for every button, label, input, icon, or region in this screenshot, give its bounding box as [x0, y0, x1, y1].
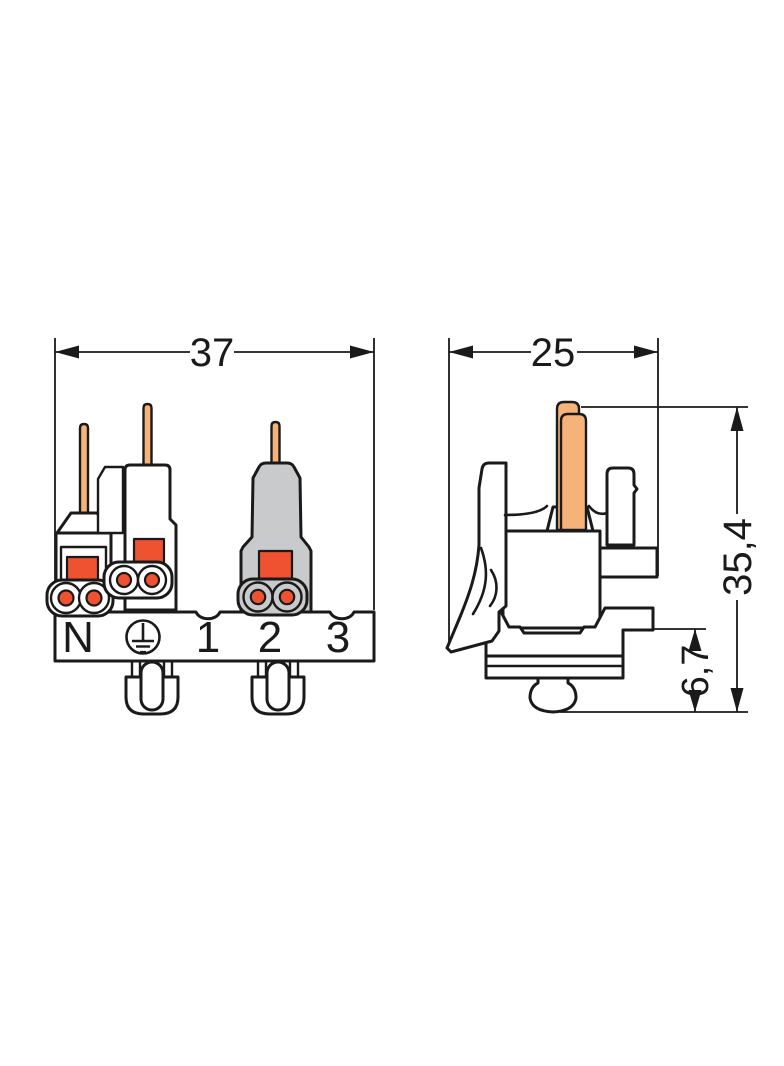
bottom-stud — [528, 676, 578, 714]
contact-pin-icon — [559, 412, 588, 532]
wire-port — [249, 588, 267, 606]
wire-port — [57, 589, 75, 607]
clamp-window — [257, 549, 294, 583]
side-depth-dimension: 6,7 — [675, 629, 717, 712]
wire-port — [85, 589, 103, 607]
wire-port — [143, 571, 161, 589]
left-latch — [445, 461, 508, 654]
contact-pin-icon — [78, 422, 90, 520]
contact-pin-icon — [270, 420, 281, 470]
label-pos1: 1 — [196, 613, 220, 662]
front-width-value: 37 — [190, 331, 235, 375]
side-width-dimension: 25 — [448, 331, 659, 648]
front-width-dimension: 37 — [54, 331, 375, 610]
side-height-dimension: 35,4 — [716, 407, 760, 712]
wire-port — [278, 588, 296, 606]
mounting-foot-left — [124, 655, 180, 716]
label-pos2: 2 — [258, 613, 282, 662]
arrow-down-icon — [688, 690, 702, 712]
contact-pin-icon — [142, 402, 153, 472]
side-depth-value: 6,7 — [675, 645, 717, 698]
arrow-left-icon — [55, 345, 79, 359]
protective-earth-icon — [125, 619, 161, 655]
side-view: 25 35,4 — [445, 331, 760, 714]
label-neutral: N — [62, 613, 94, 662]
front-view: 37 N 1 2 3 — [45, 331, 376, 716]
terminal-pos2 — [236, 420, 313, 617]
arrow-right-icon — [634, 345, 658, 359]
arrow-right-icon — [350, 345, 374, 359]
label-pos3: 3 — [326, 613, 350, 662]
side-body — [445, 400, 659, 714]
arrow-down-icon — [730, 688, 744, 712]
marking-strip: N 1 2 3 — [53, 610, 376, 663]
terminal-earth — [96, 402, 178, 612]
mounting-foot-right — [250, 655, 306, 716]
arrow-up-icon — [730, 407, 744, 431]
arrow-up-icon — [688, 629, 702, 651]
side-height-value: 35,4 — [716, 518, 760, 596]
side-width-value: 25 — [531, 331, 576, 375]
arrow-left-icon — [449, 345, 473, 359]
wire-port — [115, 571, 133, 589]
